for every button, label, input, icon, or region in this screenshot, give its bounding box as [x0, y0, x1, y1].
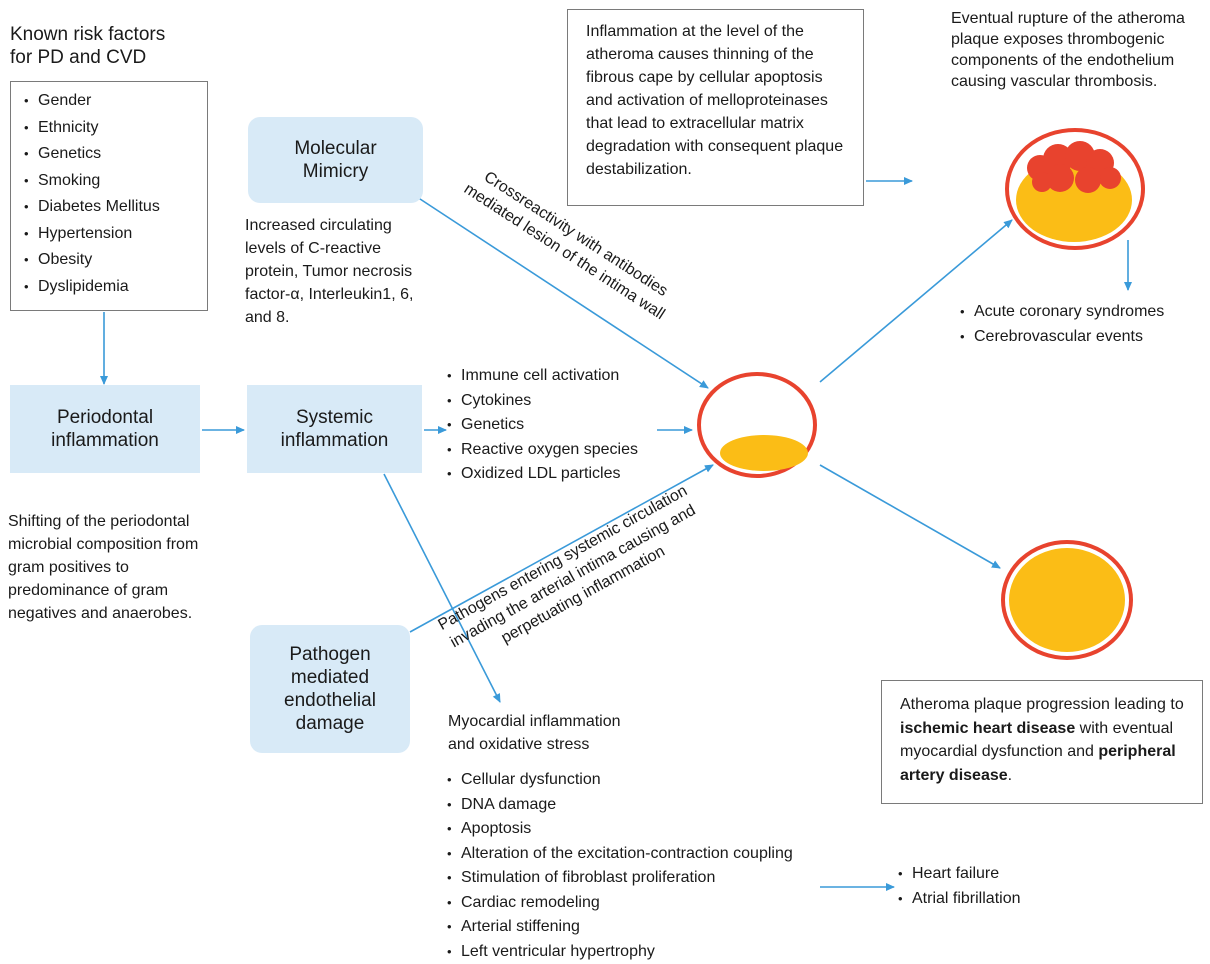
list-item: Acute coronary syndromes [960, 300, 1164, 325]
list-item: Cardiac remodeling [447, 891, 793, 916]
list-item: Apoptosis [447, 817, 793, 842]
node-systemic-inflammation: Systemic inflammation [247, 385, 422, 473]
myocardial-list-wrap: Cellular dysfunction DNA damage Apoptosi… [447, 768, 793, 964]
risk-factors-box: Gender Ethnicity Genetics Smoking Diabet… [10, 81, 208, 311]
myocardial-title: Myocardial inflammation and oxidative st… [448, 710, 621, 756]
list-item: Genetics [24, 141, 207, 168]
list-item: Cytokines [447, 389, 638, 414]
list-item: Hypertension [24, 221, 207, 248]
risk-factors-title: Known risk factors for PD and CVD [10, 23, 165, 69]
list-item: DNA damage [447, 793, 793, 818]
list-item: Cerebrovascular events [960, 325, 1164, 350]
list-item: Atrial fibrillation [898, 887, 1020, 912]
list-item: Oxidized LDL particles [447, 462, 638, 487]
list-item: Diabetes Mellitus [24, 194, 207, 221]
node-pathogen-endothelial-damage: Pathogen mediated endothelial damage [250, 625, 410, 753]
acute-outcomes-wrap: Acute coronary syndromes Cerebrovascular… [960, 300, 1164, 349]
list-item: Reactive oxygen species [447, 438, 638, 463]
acute-outcomes-list: Acute coronary syndromes Cerebrovascular… [960, 300, 1164, 349]
risk-factors-list: Gender Ethnicity Genetics Smoking Diabet… [24, 88, 207, 300]
list-item: Arterial stiffening [447, 915, 793, 940]
list-item: Alteration of the excitation-contraction… [447, 842, 793, 867]
mediators-list-wrap: Immune cell activation Cytokines Genetic… [447, 364, 638, 487]
list-item: Cellular dysfunction [447, 768, 793, 793]
shifting-text: Shifting of the periodontal microbial co… [8, 510, 218, 625]
heart-outcomes-wrap: Heart failure Atrial fibrillation [898, 862, 1020, 911]
progression-box: Atheroma plaque progression leading to i… [881, 680, 1203, 804]
heart-outcomes-list: Heart failure Atrial fibrillation [898, 862, 1020, 911]
node-molecular-mimicry: Molecular Mimicry [248, 117, 423, 203]
vessel-progression [1003, 542, 1131, 658]
plaque-center [720, 435, 808, 471]
list-item: Left ventricular hypertrophy [447, 940, 793, 964]
myocardial-list: Cellular dysfunction DNA damage Apoptosi… [447, 768, 793, 964]
vessel-center [699, 374, 815, 476]
node-periodontal-inflammation: Periodontal inflammation [10, 385, 200, 473]
list-item: Immune cell activation [447, 364, 638, 389]
inflammation-atheroma-box: Inflammation at the level of the atherom… [567, 9, 864, 206]
list-item: Smoking [24, 168, 207, 195]
list-item: Ethnicity [24, 115, 207, 142]
mimicry-text: Increased circulating levels of C-reacti… [245, 214, 435, 329]
list-item: Genetics [447, 413, 638, 438]
rupture-text: Eventual rupture of the atheroma plaque … [951, 8, 1206, 92]
list-item: Heart failure [898, 862, 1020, 887]
plaque-progression [1009, 548, 1125, 652]
mediators-list: Immune cell activation Cytokines Genetic… [447, 364, 638, 487]
list-item: Stimulation of fibroblast proliferation [447, 866, 793, 891]
arrow-vessel-to-progression [820, 465, 1000, 568]
list-item: Obesity [24, 247, 207, 274]
vessel-ruptured [1007, 130, 1143, 248]
list-item: Dyslipidemia [24, 274, 207, 301]
list-item: Gender [24, 88, 207, 115]
